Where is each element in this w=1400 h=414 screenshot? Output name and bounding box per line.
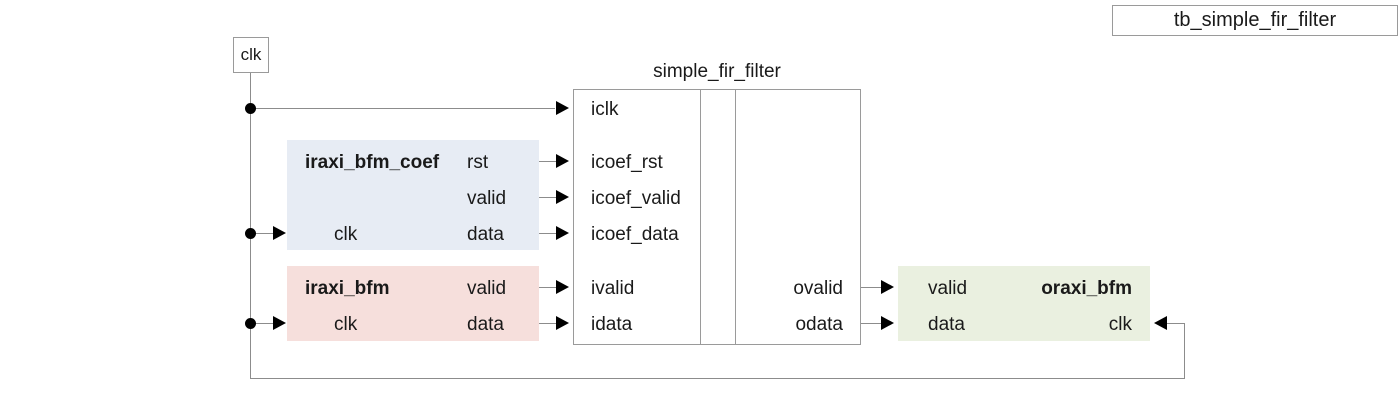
port-label-dut-ovalid: ovalid xyxy=(793,278,843,299)
port-label-out-bfm-in-clk: clk xyxy=(1108,314,1132,335)
junction-dot-iclk xyxy=(245,103,256,114)
arrowhead-ivalid xyxy=(556,280,569,294)
port-label-dut-icoef-rst: icoef_rst xyxy=(591,152,663,173)
port-label-in-bfm-out-data: data xyxy=(467,314,504,335)
dut-title-label: simple_fir_filter xyxy=(653,61,781,82)
dut-divider-right xyxy=(735,89,736,345)
clock-trunk-wire xyxy=(250,73,251,379)
port-label-out-bfm-in-data: data xyxy=(928,314,965,335)
block-oraxi-bfm[interactable] xyxy=(898,266,1150,341)
port-label-coef-out-valid: valid xyxy=(467,188,507,209)
wire-clk-to-iclk xyxy=(250,108,555,109)
wire-feedback-riser xyxy=(1184,323,1185,378)
wire-feedback-to-out-bfm-clk xyxy=(1167,323,1185,324)
junction-dot-in-bfm-clk xyxy=(245,318,256,329)
wire-clk-to-in-bfm-clk xyxy=(250,323,273,324)
wire-coef-rst-to-icoef-rst xyxy=(539,161,556,162)
block-iraxi-bfm[interactable] xyxy=(287,266,539,341)
port-label-dut-odata: odata xyxy=(795,314,843,335)
label-iraxi-bfm-coef-name: iraxi_bfm_coef xyxy=(305,152,440,173)
arrowhead-icoef-data xyxy=(556,226,569,240)
wire-in-bfm-valid-to-ivalid xyxy=(539,287,556,288)
clock-source-label: clk xyxy=(240,45,262,64)
port-label-dut-icoef-valid: icoef_valid xyxy=(591,188,681,209)
junction-dot-coef-clk xyxy=(245,228,256,239)
wire-clk-to-coef-clk xyxy=(250,233,273,234)
port-label-dut-icoef-data: icoef_data xyxy=(591,224,679,245)
wire-coef-valid-to-icoef-valid xyxy=(539,197,556,198)
block-iraxi-bfm-coef[interactable] xyxy=(287,140,539,250)
wire-in-bfm-data-to-idata xyxy=(539,323,556,324)
arrowhead-out-bfm-valid xyxy=(881,280,894,294)
wire-feedback-bottom-rail xyxy=(250,378,1185,379)
port-label-dut-ivalid: ivalid xyxy=(591,278,635,299)
arrowhead-icoef-valid xyxy=(556,190,569,204)
label-oraxi-bfm-name: oraxi_bfm xyxy=(1041,278,1132,299)
port-label-in-bfm-in-clk: clk xyxy=(334,314,358,335)
port-label-out-bfm-in-valid: valid xyxy=(928,278,968,299)
wire-coef-data-to-icoef-data xyxy=(539,233,556,234)
port-label-in-bfm-out-valid: valid xyxy=(467,278,507,299)
port-label-dut-idata: idata xyxy=(591,314,633,335)
block-simple-fir-filter[interactable] xyxy=(573,89,861,345)
testbench-title-frame: tb_simple_fir_filter xyxy=(1112,5,1398,36)
wire-ovalid-to-out-bfm-valid xyxy=(861,287,881,288)
arrowhead-idata xyxy=(556,316,569,330)
testbench-title-label: tb_simple_fir_filter xyxy=(1173,9,1337,31)
arrowhead-out-bfm-data xyxy=(881,316,894,330)
port-label-coef-out-data: data xyxy=(467,224,504,245)
port-label-coef-out-rst: rst xyxy=(467,152,489,173)
arrowhead-out-bfm-clk xyxy=(1154,316,1167,330)
arrowhead-coef-clk xyxy=(273,226,286,240)
dut-divider-left xyxy=(700,89,701,345)
arrowhead-iclk xyxy=(556,101,569,115)
wire-odata-to-out-bfm-data xyxy=(861,323,881,324)
port-label-coef-in-clk: clk xyxy=(334,224,358,245)
clock-source-block[interactable]: clk xyxy=(233,37,269,73)
arrowhead-icoef-rst xyxy=(556,154,569,168)
label-iraxi-bfm-name: iraxi_bfm xyxy=(305,278,390,299)
port-label-dut-iclk: iclk xyxy=(591,99,619,120)
arrowhead-in-bfm-clk xyxy=(273,316,286,330)
